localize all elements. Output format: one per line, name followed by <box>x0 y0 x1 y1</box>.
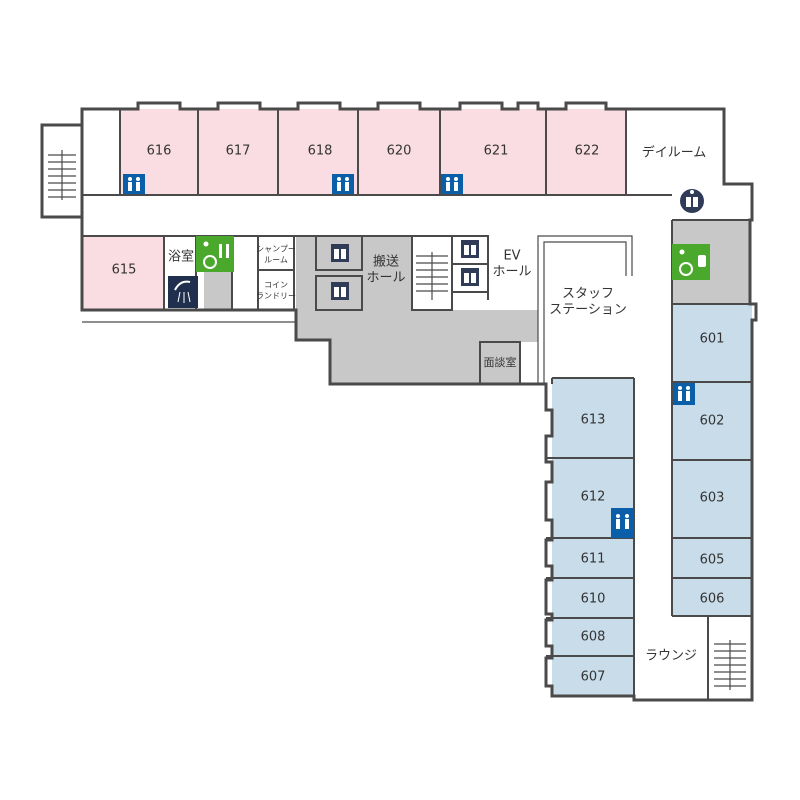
room-605-fill <box>672 538 752 578</box>
bath-corridor-fill <box>204 272 232 310</box>
restroom-icon <box>611 508 634 538</box>
room-620-label: 620 <box>387 144 412 159</box>
accessible-toilet-icon <box>672 244 710 280</box>
elevator-icon <box>451 235 489 265</box>
room-618-label: 618 <box>308 144 333 159</box>
room-617-label: 617 <box>226 144 251 159</box>
room-611-fill <box>552 538 634 578</box>
elevator-icon <box>315 275 363 311</box>
room-607-label: 607 <box>581 670 606 685</box>
interview-room-label: 面談室 <box>484 355 517 369</box>
room-607-fill <box>552 656 634 696</box>
room-601-label: 601 <box>700 332 725 347</box>
room-608-fill <box>552 618 634 656</box>
room-606-label: 606 <box>700 592 725 607</box>
staff-station-inner <box>543 241 627 384</box>
room-611-label: 611 <box>581 552 606 567</box>
elevator-icon <box>451 263 489 293</box>
room-601-fill <box>672 304 752 382</box>
room-605-label: 605 <box>700 553 725 568</box>
laundry-label-2: ランドリー <box>256 292 296 301</box>
room-608-label: 608 <box>581 630 606 645</box>
stairs-icon <box>416 252 448 300</box>
restroom-icon <box>123 174 145 194</box>
room-620-fill <box>358 109 440 195</box>
vending-machine-icon <box>680 189 704 213</box>
room-610-label: 610 <box>581 592 606 607</box>
staff-station-label-1: スタッフ <box>562 287 614 302</box>
day-room-label: デイルーム <box>642 145 707 161</box>
accessible-toilet-icon <box>196 236 234 272</box>
restroom-icon <box>332 174 354 194</box>
staff-station-outline <box>537 235 633 384</box>
laundry-room-wall <box>257 269 295 311</box>
lounge-stair-box <box>707 615 753 701</box>
room-613-fill <box>552 378 634 458</box>
left-stair-box <box>40 123 84 219</box>
room-603-label: 603 <box>700 491 725 506</box>
room-606-fill <box>672 578 752 616</box>
elevator-icon <box>315 235 363 271</box>
room-615-fill <box>82 236 164 310</box>
room-603-fill <box>672 460 752 538</box>
room-602-label: 602 <box>700 414 725 429</box>
room-616-label: 616 <box>147 144 172 159</box>
shampoo-room-label-2: ルーム <box>264 256 288 265</box>
ev-hall-label-2: ホール <box>492 265 531 280</box>
interview-room-wall <box>479 341 521 385</box>
room-613-label: 613 <box>581 413 606 428</box>
stairs-icon <box>48 150 76 200</box>
room-615-label: 615 <box>112 263 137 278</box>
staff-station-label-2: ステーション <box>549 303 627 318</box>
room-622-fill <box>546 109 626 195</box>
laundry-label-1: コイン <box>264 281 288 290</box>
bath-label: 浴室 <box>168 249 194 265</box>
transport-hall-label-2: ホール <box>366 271 405 286</box>
room-621-label: 621 <box>484 144 509 159</box>
stairs-icon <box>714 640 746 690</box>
room-622-label: 622 <box>575 144 600 159</box>
restroom-icon <box>673 383 695 405</box>
restroom-icon <box>441 174 463 194</box>
lounge-label: ラウンジ <box>645 649 697 664</box>
transport-hall-label-1: 搬送 <box>373 255 399 270</box>
room-617-fill <box>198 109 278 195</box>
outer-wall <box>80 101 758 702</box>
room-610-fill <box>552 578 634 618</box>
shampoo-room-label-1: シャンプー <box>256 245 296 254</box>
shower-icon <box>168 276 198 308</box>
room-612-label: 612 <box>581 490 606 505</box>
ev-hall-label-1: EV <box>503 249 520 264</box>
